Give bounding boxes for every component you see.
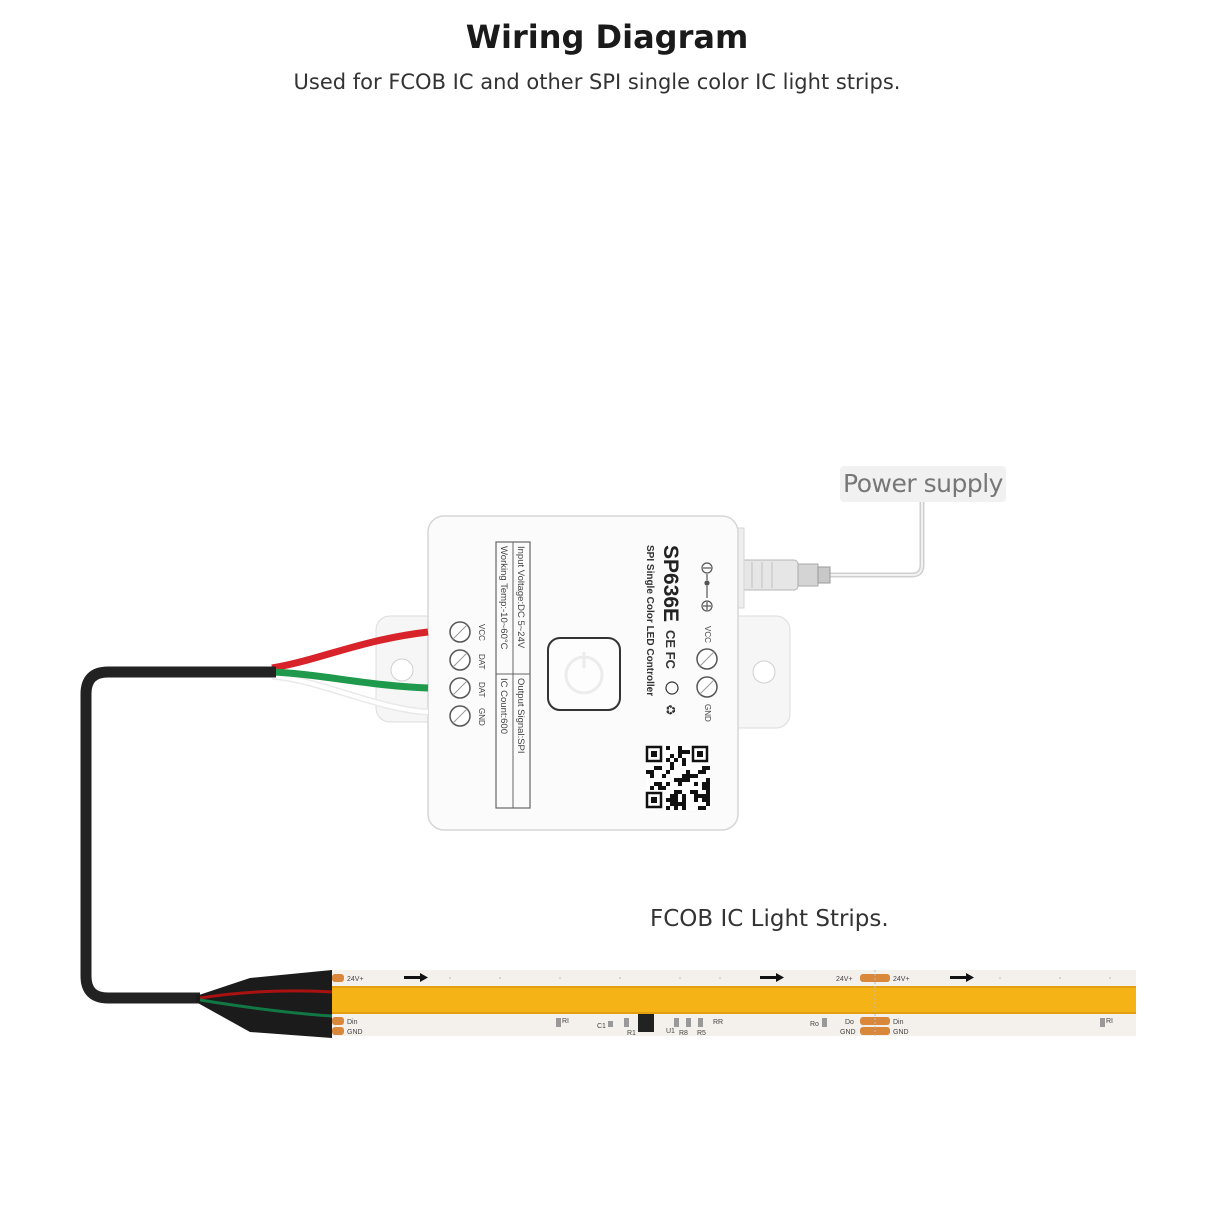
strip-yellow-band — [330, 988, 1136, 1012]
power-button[interactable] — [547, 637, 621, 711]
output-terminal-label-dat2: DAT — [477, 682, 486, 698]
pad-label-u1: U1 — [666, 1028, 675, 1035]
power-supply-cable — [828, 500, 925, 578]
spec-ic-count: IC Count:600 — [498, 678, 509, 734]
output-terminal-label-gnd: GND — [477, 708, 486, 726]
wire-red — [271, 628, 429, 672]
pad-label-24v-mid-right: 24V+ — [893, 976, 910, 983]
pad-label-c1: C1 — [597, 1023, 606, 1030]
polarity-symbol — [701, 562, 713, 612]
pad-label-din-mid: Din — [893, 1019, 904, 1026]
pad-label-ri-left: RI — [562, 1018, 569, 1025]
controller-description: SPI Single Color LED Controller — [644, 545, 655, 696]
output-terminal-label-dat1: DAT — [477, 654, 486, 670]
strip-caption: FCOB IC Light Strips. — [650, 906, 889, 932]
output-terminal-label-vcc: VCC — [477, 624, 486, 641]
dc-connector — [739, 559, 831, 591]
pad-label-r1: R1 — [627, 1030, 636, 1037]
pad-label-din: Din — [347, 1019, 358, 1026]
output-terminal-block — [449, 621, 471, 727]
controller-model: SP636E — [659, 545, 682, 622]
pad-label-ro: Ro — [810, 1021, 819, 1028]
diagram-subtitle: Used for FCOB IC and other SPI single co… — [293, 70, 901, 94]
spec-input-voltage: Input Voltage:DC 5~24V — [515, 546, 526, 649]
pad-label-24v: 24V+ — [347, 976, 364, 983]
qr-code — [645, 745, 710, 810]
input-terminal-block — [696, 648, 718, 698]
diagram-title: Wiring Diagram — [465, 18, 749, 56]
mounting-ear-right — [721, 615, 791, 729]
power-supply-label: Power supply — [840, 466, 1006, 502]
pad-label-do: Do — [845, 1019, 854, 1026]
pad-label-rr: RR — [713, 1019, 723, 1026]
recycle-icon: ♻ — [662, 704, 677, 716]
spec-working-temp: Working Temp:-10~60°C — [498, 546, 509, 650]
pad-label-24v-mid-left: 24V+ — [836, 976, 853, 983]
spec-output-signal: Output Signal:SPI — [515, 678, 526, 754]
pad-label-r8: R8 — [679, 1030, 688, 1037]
input-terminal-label-gnd: GND — [703, 704, 712, 722]
black-cable — [80, 666, 276, 1004]
input-terminal-label-vcc: VCC — [703, 626, 712, 643]
pad-label-gnd: GND — [347, 1029, 363, 1036]
pad-label-r5: R5 — [697, 1030, 706, 1037]
pad-label-gnd-mid-left: GND — [840, 1029, 856, 1036]
pad-label-ri-right: RI — [1106, 1018, 1113, 1025]
pad-label-gnd-mid-right: GND — [893, 1029, 909, 1036]
cert-marks: CE FC — [663, 630, 678, 670]
strip-connector-boot — [196, 970, 332, 1038]
led-strip — [196, 970, 1136, 1038]
wire-green — [271, 668, 429, 692]
cert-badge-icon — [665, 681, 679, 695]
